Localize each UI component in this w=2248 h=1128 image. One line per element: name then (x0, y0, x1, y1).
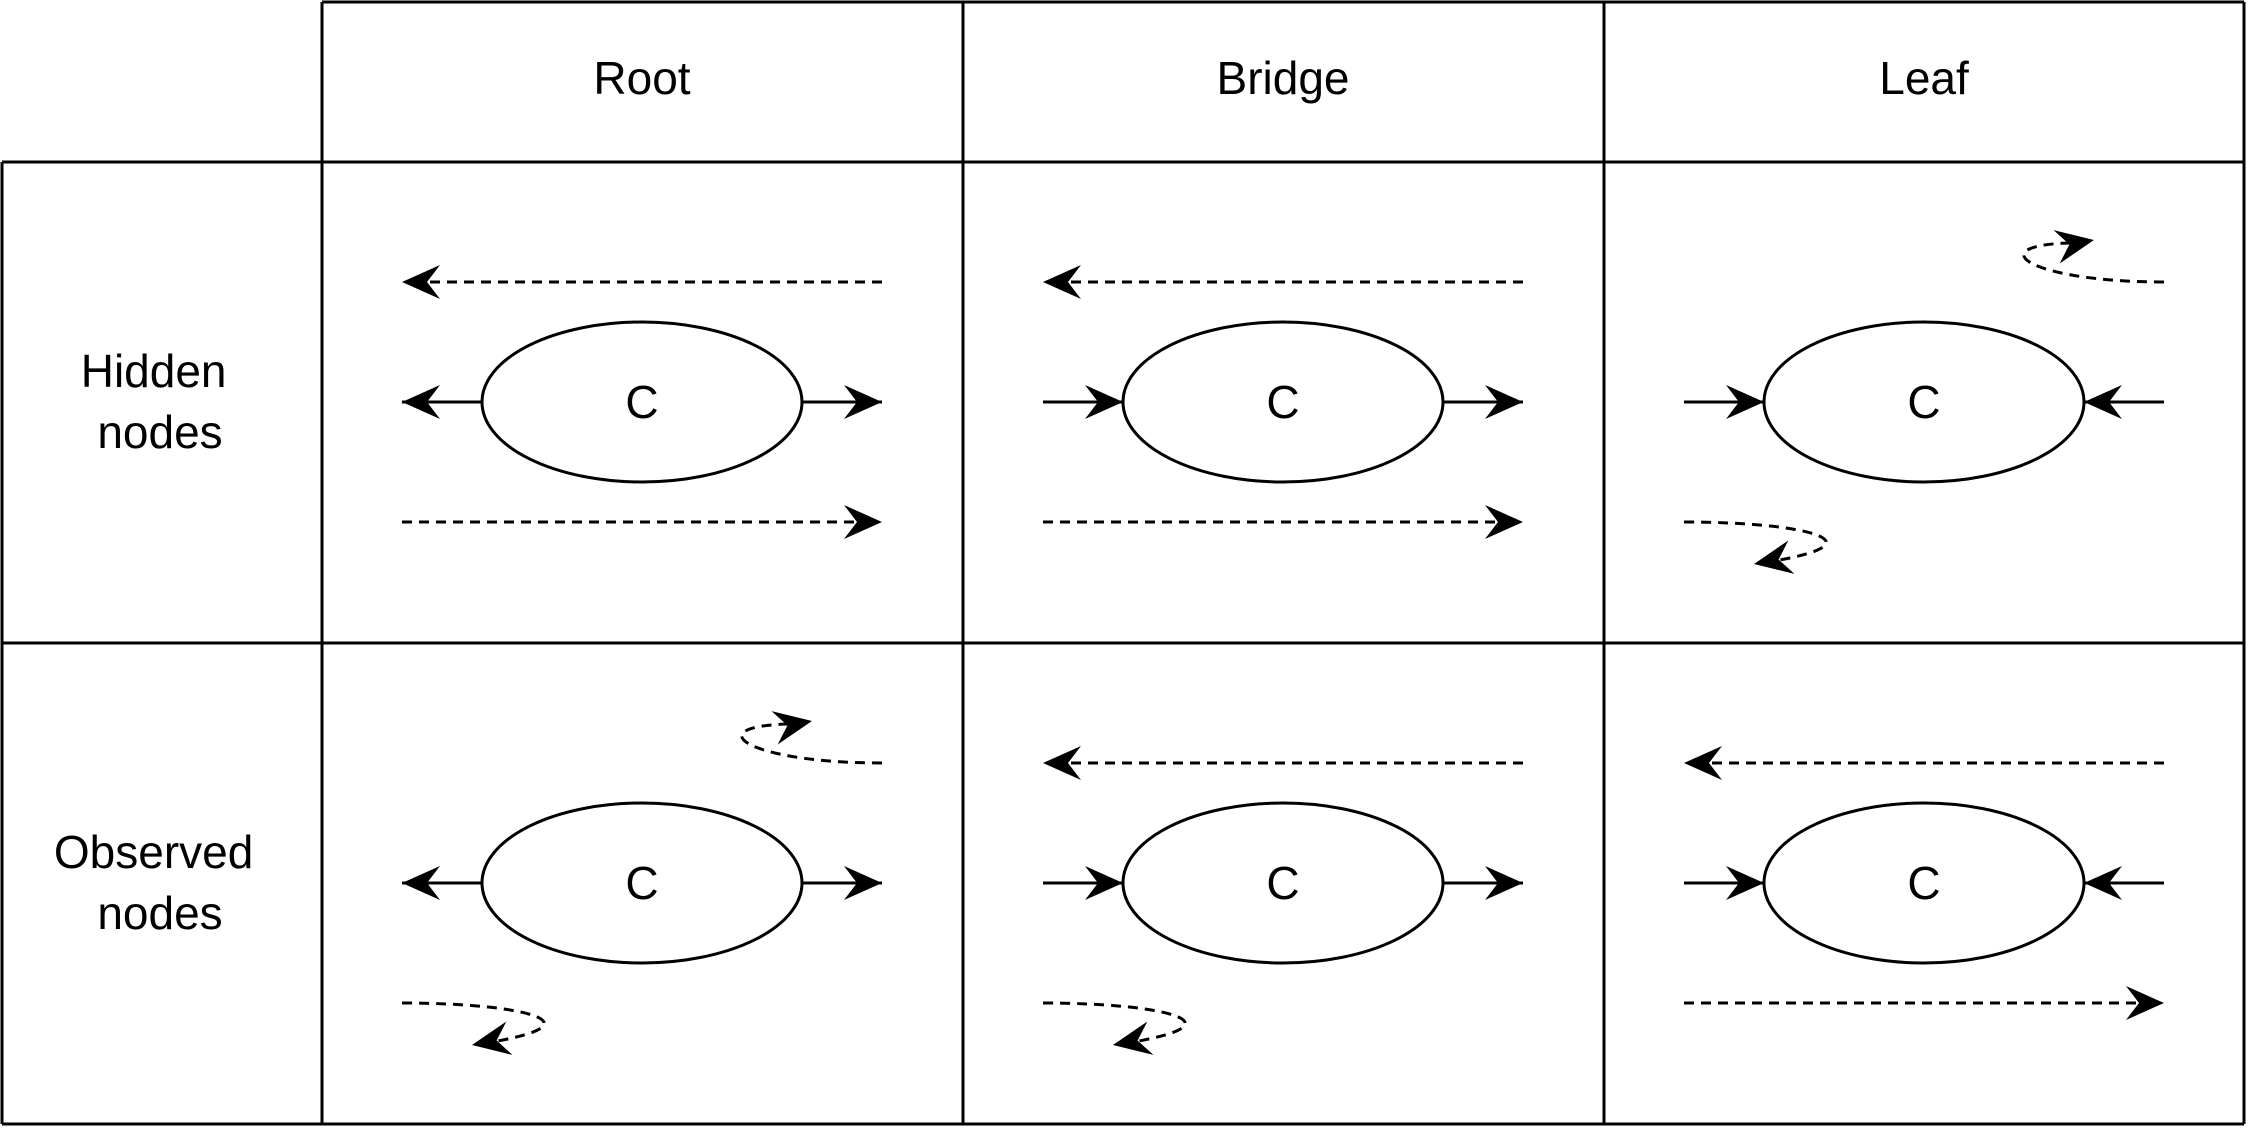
left-edge-arrowhead (1726, 866, 1764, 900)
left-edge-arrowhead (402, 866, 440, 900)
right-edge-arrowhead (2084, 385, 2122, 419)
top-flow-arrowhead (1043, 746, 1081, 780)
right-edge-arrowhead (844, 385, 882, 419)
node-label: C (625, 376, 658, 428)
cell-hidden-root: C (402, 265, 882, 539)
column-header-root: Root (593, 52, 690, 104)
node-label: C (625, 857, 658, 909)
top-flow-arrowhead (2053, 230, 2094, 264)
top-flow-arrowhead (1043, 265, 1081, 299)
top-flow-path (740, 722, 883, 765)
cell-hidden-leaf: C (1683, 230, 2165, 574)
bottom-flow-arrowhead (1485, 505, 1523, 539)
bottom-flow-path (1683, 520, 1828, 563)
right-edge-arrowhead (1485, 866, 1523, 900)
node-label: C (1266, 376, 1299, 428)
row-header-hidden: Hidden nodes (81, 345, 240, 458)
column-header-leaf: Leaf (1879, 52, 1969, 104)
bottom-flow-arrowhead (1754, 540, 1795, 574)
top-flow-arrowhead (1684, 746, 1722, 780)
right-edge-arrowhead (1485, 385, 1523, 419)
left-edge-arrowhead (1726, 385, 1764, 419)
left-edge-arrowhead (1085, 866, 1123, 900)
row-headers: Hidden nodes Observed nodes (54, 345, 266, 939)
node-label: C (1907, 857, 1940, 909)
bottom-flow-arrowhead (844, 505, 882, 539)
cell-hidden-bridge: C (1043, 265, 1523, 539)
row-header-observed: Observed nodes (54, 826, 266, 939)
column-header-bridge: Bridge (1217, 52, 1350, 104)
right-edge-arrowhead (2084, 866, 2122, 900)
bottom-flow-arrowhead (1113, 1021, 1154, 1055)
node-label: C (1907, 376, 1940, 428)
top-flow-arrowhead (771, 711, 812, 745)
top-flow-arrowhead (402, 265, 440, 299)
cell-observed-leaf: C (1684, 746, 2164, 1020)
right-edge-arrowhead (844, 866, 882, 900)
column-headers: Root Bridge Leaf (593, 52, 1969, 104)
left-edge-arrowhead (1085, 385, 1123, 419)
bottom-flow-path (401, 1001, 546, 1044)
left-edge-arrowhead (402, 385, 440, 419)
node-label: C (1266, 857, 1299, 909)
bottom-flow-arrowhead (2126, 986, 2164, 1020)
bottom-flow-arrowhead (472, 1021, 513, 1055)
bottom-flow-path (1042, 1001, 1187, 1044)
cell-observed-root: C (401, 711, 883, 1055)
cell-observed-bridge: C (1042, 746, 1523, 1055)
cells-layer: C C C C C C (401, 230, 2165, 1055)
top-flow-path (2022, 241, 2165, 284)
